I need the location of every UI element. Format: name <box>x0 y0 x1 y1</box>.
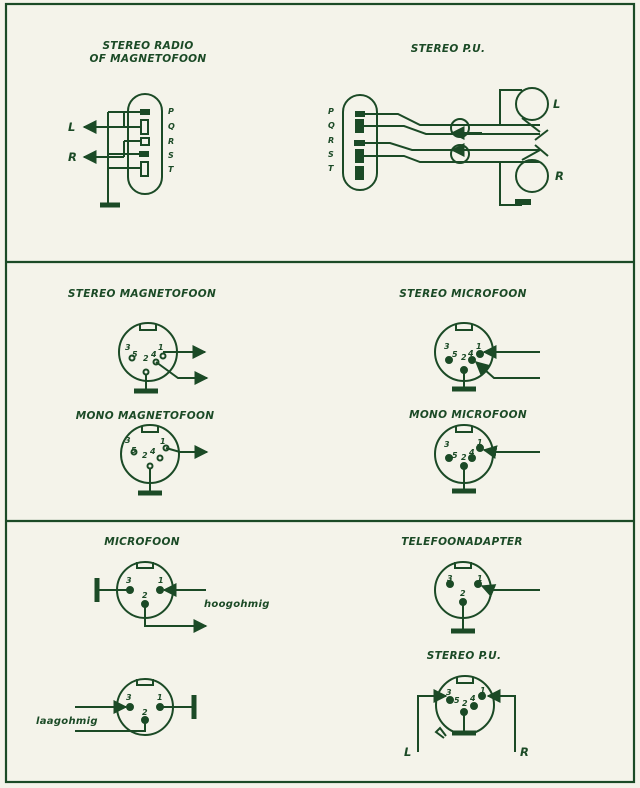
pu-side-l: L <box>404 745 412 759</box>
mono-mic-pin-4: 4 <box>469 448 475 457</box>
mono-tape-pin-4: 4 <box>150 447 156 456</box>
pickup-pin-s: S <box>328 150 334 159</box>
mono-mic-pin-1: 1 <box>477 438 483 447</box>
pu-pin-3: 3 <box>446 688 452 697</box>
stereo-pu-title: STEREO P.U. <box>426 650 502 662</box>
mic-hi-pin-3: 3 <box>126 576 132 585</box>
tel-pin-2: 2 <box>460 589 466 598</box>
radio-pin-p: P <box>168 107 174 116</box>
mono-tape-pin-3: 3 <box>125 436 131 445</box>
pickup-pin-r: R <box>328 136 335 145</box>
mic-hi-pin-1: 1 <box>158 576 164 585</box>
mono-tape-title: MONO MAGNETOFOON <box>75 410 215 422</box>
microfoon-high-z-socket <box>94 561 208 633</box>
pu-pin-2: 2 <box>462 699 468 708</box>
pickup-pin-p: P <box>328 107 334 116</box>
st-mic-pin-4: 4 <box>468 349 474 358</box>
telefoon-title: TELEFOONADAPTER <box>401 536 523 548</box>
mono-tape-socket <box>120 424 209 496</box>
radio-title-line2: OF MAGNETOFOON <box>89 53 207 65</box>
stereo-tape-title: STEREO MAGNETOFOON <box>67 288 217 300</box>
stereo-mic-title: STEREO MICROFOON <box>399 288 527 300</box>
radio-pin-t: T <box>168 165 174 174</box>
mic-lo-pin-2: 2 <box>142 708 148 717</box>
st-mic-pin-5: 5 <box>452 350 458 359</box>
stereo-tape-socket <box>118 322 209 394</box>
pickup-pin-t: T <box>328 164 334 173</box>
radio-title-line1: STEREO RADIO <box>102 40 194 52</box>
tel-pin-1: 1 <box>477 574 483 583</box>
laagohmig-label: laagohmig <box>36 716 98 727</box>
mono-tape-pin-2: 2 <box>142 451 148 460</box>
mic-hi-pin-2: 2 <box>142 591 148 600</box>
microfoon-low-z-socket <box>75 678 197 736</box>
radio-pin-s: S <box>168 151 174 160</box>
cartridge-r-label: R <box>555 169 565 183</box>
mic-lo-pin-3: 3 <box>126 693 132 702</box>
pickup-plug-diagram <box>342 87 549 206</box>
mono-tape-pin-1: 1 <box>160 437 166 446</box>
mono-mic-pin-2: 2 <box>461 453 467 462</box>
stereo-pu-socket <box>417 675 516 752</box>
pu-side-r: R <box>520 745 530 759</box>
st-tape-pin-4: 4 <box>151 350 157 359</box>
pickup-pin-q: Q <box>328 121 335 130</box>
st-tape-pin-3: 3 <box>125 343 131 352</box>
st-mic-pin-2: 2 <box>461 353 467 362</box>
radio-pin-r: R <box>168 137 175 146</box>
st-mic-pin-3: 3 <box>444 342 450 351</box>
st-tape-pin-2: 2 <box>143 354 149 363</box>
pu-pin-1: 1 <box>480 686 486 695</box>
hoogohmig-label: hoogohmig <box>204 599 270 610</box>
mono-mic-title: MONO MICROFOON <box>409 409 527 421</box>
mono-mic-pin-3: 3 <box>444 440 450 449</box>
mono-tape-pin-5: 5 <box>131 446 137 455</box>
mic-lo-pin-1: 1 <box>157 693 163 702</box>
stereo-mic-socket <box>434 322 540 392</box>
st-mic-pin-1: 1 <box>476 342 482 351</box>
cartridge-l-label: L <box>553 97 561 111</box>
telefoon-adapter-socket <box>434 561 540 634</box>
radio-pin-q: Q <box>168 122 175 131</box>
tel-pin-3: 3 <box>447 574 453 583</box>
radio-output-l: L <box>68 120 76 134</box>
mono-mic-pin-5: 5 <box>452 451 458 460</box>
pu-pin-4: 4 <box>470 694 476 703</box>
radio-plug-diagram <box>82 93 163 208</box>
outer-frame <box>4 2 636 784</box>
pu-pin-5: 5 <box>454 696 460 705</box>
st-tape-pin-5: 5 <box>132 350 138 359</box>
pickup-title: STEREO P.U. <box>410 43 486 55</box>
microfoon-title: MICROFOON <box>104 536 180 548</box>
mono-mic-socket <box>434 424 540 494</box>
st-tape-pin-1: 1 <box>158 343 164 352</box>
radio-output-r: R <box>68 150 78 164</box>
